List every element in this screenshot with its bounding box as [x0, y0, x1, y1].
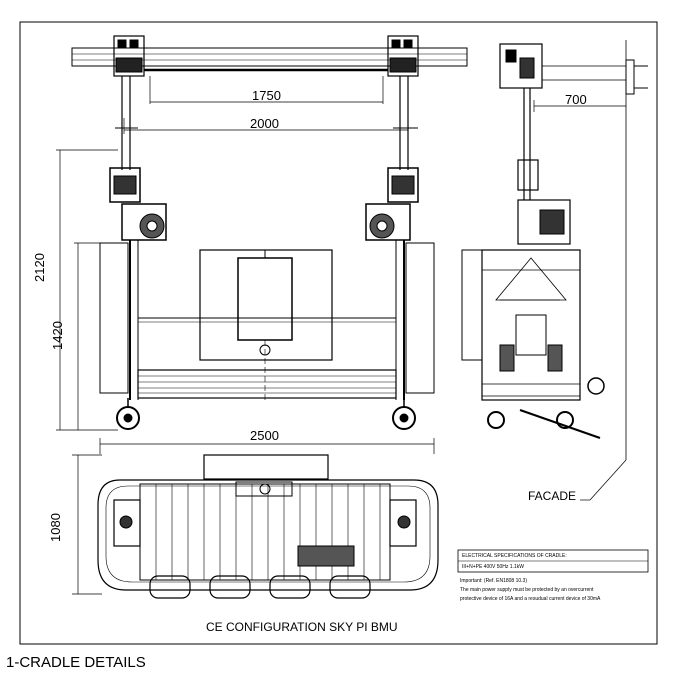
dim-2120: 2120: [32, 253, 47, 282]
dim-1080: 1080: [48, 513, 63, 542]
left-bumper: [99, 242, 129, 394]
right-motor: [365, 203, 411, 241]
front-view: [56, 35, 468, 431]
figure-caption: 1-CRADLE DETAILS: [6, 654, 146, 671]
floor-grill: [297, 545, 355, 567]
dim-1750: 1750: [252, 88, 281, 103]
side-view: [461, 40, 648, 501]
dim-2500: 2500: [250, 428, 279, 443]
spec-supply: III+N+PE 400V 50Hz 1.1kW: [462, 564, 524, 570]
right-hoist: [387, 167, 419, 203]
left-motor: [121, 203, 167, 241]
spec-header: ELECTRICAL SPECIFICATIONS OF CRADLE:: [462, 553, 567, 559]
control-box: [237, 257, 293, 341]
spec-important: Important: (Ref. EN1808 10.3): [460, 578, 527, 584]
facade-label: FACADE: [528, 489, 577, 503]
cradle-floor: [137, 369, 397, 399]
config-title: CE CONFIGURATION SKY PI BMU: [206, 620, 398, 634]
right-trolley: [387, 35, 419, 77]
dim-2000: 2000: [250, 116, 279, 131]
dim-700: 700: [565, 92, 587, 107]
right-bumper: [405, 242, 435, 394]
top-bumper: [97, 479, 439, 591]
panel-outer: [199, 249, 333, 361]
top-view: [72, 438, 439, 599]
drawing-frame: [19, 21, 658, 645]
top-control-box: [203, 454, 329, 480]
dim-1420: 1420: [50, 321, 65, 350]
spec-note-line2: protective device of 16A and a resudual …: [460, 596, 601, 602]
side-cradle-body: [481, 249, 581, 401]
monorail: [71, 47, 468, 67]
left-hoist: [109, 167, 141, 203]
facade-bracket: [625, 59, 635, 95]
spec-note-line1: The main power supply must be protected …: [460, 587, 594, 593]
left-trolley: [113, 35, 145, 77]
